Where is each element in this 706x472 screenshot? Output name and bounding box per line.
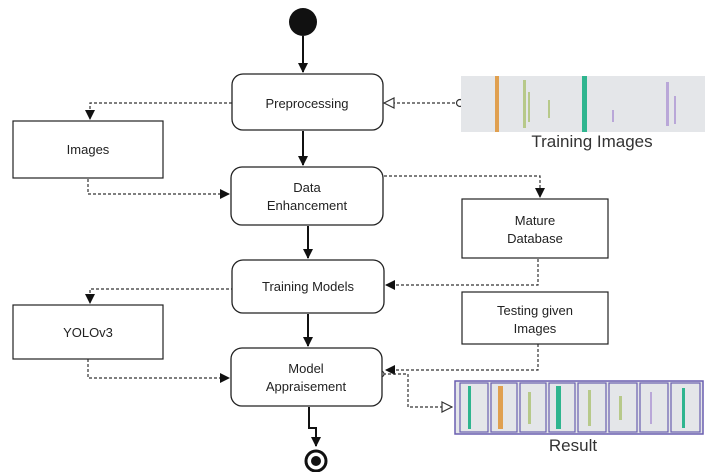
object-testing-given-images: Testing given Images [461,291,609,345]
model-appraisement-label-line1: Model [288,361,324,376]
main-flow-arrows [298,36,321,447]
action-model-appraisement: Model Appraisement [230,347,383,407]
object-yolov3: YOLOv3 [12,304,164,360]
start-node [289,8,317,36]
object-flow-connectors [85,103,545,407]
data-enhancement-label-line2: Enhancement [267,198,348,213]
training-images-caption: Training Images [531,132,652,151]
model-appraisement-label-line2: Appraisement [266,379,347,394]
object-images: Images [12,120,164,179]
yolov3-label: YOLOv3 [63,325,113,340]
data-enhancement-label-line1: Data [293,180,321,195]
testing-given-images-label-line2: Images [514,321,557,336]
training-models-label: Training Models [262,279,355,294]
end-node [304,449,328,472]
mature-database-label-line1: Mature [515,213,555,228]
result-caption: Result [549,436,597,455]
testing-given-images-label-line1: Testing given [497,303,573,318]
result-thumbnail [454,380,704,435]
images-label: Images [67,142,110,157]
object-mature-database: Mature Database [461,198,609,259]
training-images-thumbnail [461,76,705,132]
action-training-models: Training Models [231,259,385,314]
action-preprocessing: Preprocessing [231,73,384,131]
mature-database-label-line2: Database [507,231,563,246]
preprocessing-label: Preprocessing [265,96,348,111]
action-data-enhancement: Data Enhancement [230,166,384,226]
